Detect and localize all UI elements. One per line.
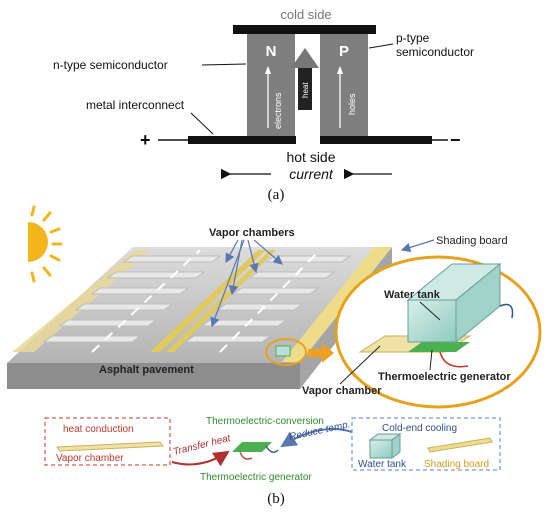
n-type-label: n-type semiconductor: [53, 58, 168, 72]
cold-side-plate: [233, 25, 376, 34]
caption-b: (b): [267, 491, 285, 507]
flow-shading-board-icon: [427, 437, 493, 453]
metal-interconnect-right: [320, 136, 432, 144]
flow-vapor-plate: [56, 441, 164, 452]
p-type-label-line1: p-type: [396, 31, 430, 45]
thermo-conversion-label: Thermoelectric-conversion: [206, 416, 324, 427]
flow-water-tank-label: Water tank: [358, 459, 407, 470]
transfer-heat-arrow: [171, 450, 230, 467]
electrons-label: electrons: [273, 92, 283, 129]
shading-board-label: Shading board: [436, 235, 508, 247]
current-label: current: [289, 166, 334, 182]
vapor-chamber-slots: [42, 255, 352, 343]
mini-tank: [275, 345, 291, 357]
holes-label: holes: [347, 93, 357, 115]
vapor-chamber-label: Vapor chamber: [302, 385, 382, 397]
heat-conduction-box: [44, 417, 171, 466]
vapor-chambers-pointers: [210, 239, 283, 328]
plus-terminal: +: [140, 130, 151, 150]
teg-label: Thermoelectric generator: [378, 371, 511, 383]
water-tank-label: Water tank: [384, 289, 441, 301]
asphalt-label: Asphalt pavement: [99, 364, 194, 376]
n-letter: N: [266, 43, 277, 60]
cold-end-box: [351, 417, 501, 471]
heat-arrow-head: [291, 48, 319, 68]
flow-teg-label: Thermoelectric generator: [200, 472, 312, 483]
cold-side-label: cold side: [280, 7, 331, 22]
electron-arrowhead: [265, 66, 271, 74]
center-strip-1: [150, 250, 266, 352]
caption-a: (a): [268, 187, 285, 203]
teg-pointer: [429, 349, 433, 371]
vapor-chambers-label: Vapor chambers: [209, 227, 295, 239]
zoom-arrow: [308, 343, 334, 363]
vapor-chamber-pointer: [339, 345, 381, 385]
lane-dashes: [91, 249, 321, 353]
heat-conduction-label: heat conduction: [63, 424, 134, 435]
holes-arrowhead: [337, 66, 343, 74]
n-leg: [247, 34, 295, 137]
hot-side-label: hot side: [286, 149, 335, 165]
shading-board-right: [282, 247, 392, 362]
panel-a: cold side N electrons P holes heat + − n…: [53, 7, 474, 203]
minus-terminal: −: [450, 130, 461, 150]
flow-diagram: heat conduction Vapor chamber Transfer h…: [44, 416, 501, 483]
shading-board-pointer: [400, 239, 435, 253]
wire-blue: [499, 303, 514, 319]
n-type-leader: [201, 63, 247, 66]
flow-water-tank-icon: [368, 433, 402, 459]
p-type-leader: [368, 43, 394, 49]
road-front-face: [7, 363, 300, 389]
p-leg: [320, 34, 368, 137]
reduce-temp-arrow: [280, 428, 353, 448]
p-type-label-line2: semiconductor: [396, 45, 474, 59]
heat-arrow-shaft: [298, 66, 312, 110]
flow-teg-wire-blue: [265, 445, 279, 453]
p-letter: P: [339, 43, 349, 60]
heat-label: heat: [301, 82, 310, 98]
zoom-source-circle: [265, 338, 307, 366]
metal-interconnect-label: metal interconnect: [86, 98, 185, 112]
metal-leader: [190, 112, 214, 135]
water-tank-pointer: [419, 301, 441, 321]
sun-icon: [28, 205, 63, 283]
panel-b: Vapor chambers Shading board Water tank …: [7, 205, 542, 507]
zoom-water-tank: [406, 262, 502, 344]
cold-end-label: Cold-end cooling: [382, 423, 457, 434]
flow-shading-board-label: Shading board: [424, 459, 489, 470]
metal-interconnect-left: [188, 136, 296, 144]
zoom-teg: [408, 342, 470, 352]
flow-teg-wire-red: [239, 451, 253, 460]
flow-teg-icon: [232, 442, 272, 452]
flow-vapor-chamber-label: Vapor chamber: [56, 453, 124, 464]
wire-red: [439, 351, 469, 368]
